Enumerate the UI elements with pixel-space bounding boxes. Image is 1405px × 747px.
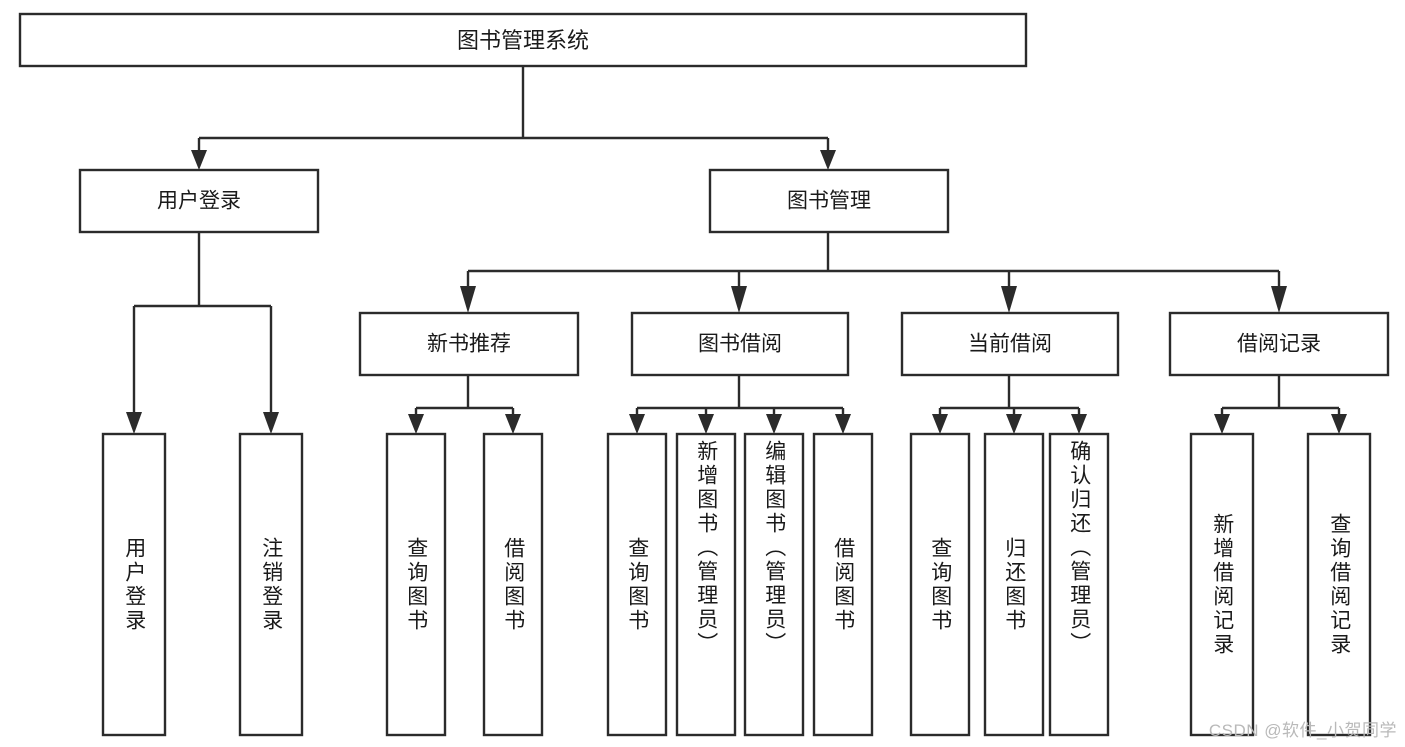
book-management-box[interactable] (708, 168, 950, 234)
csdn-watermark: CSDN @软件_小贺同学 (1208, 721, 1397, 740)
node-book-borrow[interactable]: 图书借阅 (630, 311, 850, 377)
node-current-borrow[interactable]: 当前借阅 (900, 311, 1120, 377)
arrow-to-leaf-logout (263, 412, 279, 434)
borrow-record-box[interactable] (1168, 311, 1390, 377)
user-login-box[interactable] (78, 168, 320, 234)
book-borrow-box[interactable] (630, 311, 850, 377)
connector-group-root (191, 66, 836, 170)
connector-group-new-book-recommend (408, 375, 521, 434)
leaf-box-borrow-book-1[interactable] (482, 432, 544, 737)
leaf-box-query-record[interactable] (1306, 432, 1372, 737)
node-user-login[interactable]: 用户登录 (78, 168, 320, 234)
current-borrow-box[interactable] (900, 311, 1120, 377)
leaf-box-add-record[interactable] (1189, 432, 1255, 737)
arrow-to-leaf-add-record (1214, 414, 1230, 434)
arrow-to-leaf-borrow-book-1 (505, 414, 521, 434)
leaf-box-confirm-return[interactable] (1048, 432, 1110, 737)
leaf-box-borrow-book-2[interactable] (812, 432, 874, 737)
arrow-to-leaf-query-book-1 (408, 414, 424, 434)
connector-group-current-borrow (932, 375, 1087, 434)
connector-group-book-management (460, 232, 1287, 313)
leaf-box-group (101, 432, 1372, 737)
arrow-to-book-borrow (731, 286, 747, 313)
leaf-box-query-book-1[interactable] (385, 432, 447, 737)
book-borrow-label: 图书借阅 (698, 333, 782, 356)
book-management-label: 图书管理 (787, 190, 871, 213)
root-box[interactable] (18, 12, 1028, 68)
arrow-to-leaf-borrow-book-2 (835, 414, 851, 434)
leaf-box-query-book-2[interactable] (606, 432, 668, 737)
user-login-label: 用户登录 (157, 190, 241, 213)
node-borrow-record[interactable]: 借阅记录 (1168, 311, 1390, 377)
arrow-to-leaf-edit-book (766, 414, 782, 434)
arrow-to-book-management (820, 150, 836, 170)
leaf-box-logout[interactable] (238, 432, 304, 737)
current-borrow-label: 当前借阅 (968, 333, 1052, 356)
arrow-to-leaf-add-book (698, 414, 714, 434)
arrow-to-current-borrow (1001, 286, 1017, 313)
arrow-to-leaf-return-book (1006, 414, 1022, 434)
arrow-to-user-login (191, 150, 207, 170)
arrow-to-leaf-query-record (1331, 414, 1347, 434)
new-book-recommend-label: 新书推荐 (427, 333, 511, 356)
leaf-box-user-login[interactable] (101, 432, 167, 737)
connector-group-user-login (126, 232, 279, 434)
leaf-box-return-book[interactable] (983, 432, 1045, 737)
connector-group-borrow-record (1214, 375, 1347, 434)
leaf-box-edit-book[interactable] (743, 432, 805, 737)
leaf-box-query-book-3[interactable] (909, 432, 971, 737)
node-book-management[interactable]: 图书管理 (708, 168, 950, 234)
node-root-system[interactable]: 图书管理系统 (18, 12, 1028, 68)
arrow-to-new-book-recommend (460, 286, 476, 313)
arrow-to-borrow-record (1271, 286, 1287, 313)
arrow-to-leaf-query-book-3 (932, 414, 948, 434)
connector-group-book-borrow (629, 375, 851, 434)
borrow-record-label: 借阅记录 (1237, 333, 1321, 356)
leaf-box-add-book[interactable] (675, 432, 737, 737)
node-new-book-recommend[interactable]: 新书推荐 (358, 311, 580, 377)
arrow-to-leaf-user-login (126, 412, 142, 434)
new-book-recommend-box[interactable] (358, 311, 580, 377)
root-label: 图书管理系统 (457, 28, 589, 53)
arrow-to-leaf-query-book-2 (629, 414, 645, 434)
arrow-to-leaf-confirm-return (1071, 414, 1087, 434)
